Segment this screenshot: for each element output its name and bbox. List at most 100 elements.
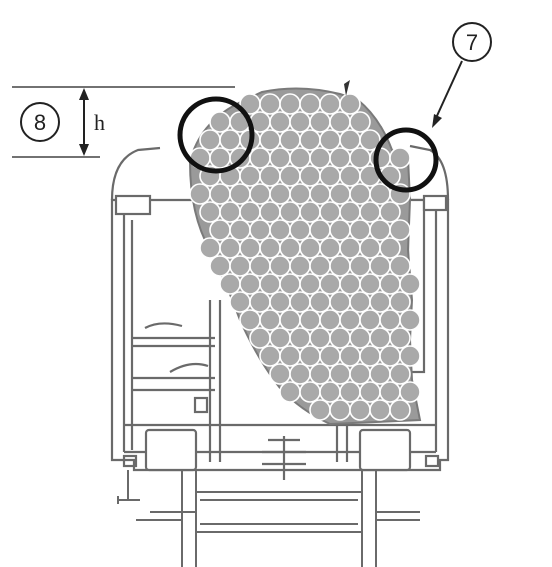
log-cross-section xyxy=(339,381,361,403)
log-cross-section xyxy=(319,309,341,331)
log-cross-section xyxy=(329,111,351,133)
log-cross-section xyxy=(369,327,391,349)
log-cross-section xyxy=(289,255,311,277)
log-cross-section xyxy=(329,291,351,313)
callout-8-circle xyxy=(20,102,60,142)
log-cross-section xyxy=(249,327,271,349)
log-cross-section xyxy=(219,273,241,295)
log-cross-section xyxy=(259,129,281,151)
log-cross-section xyxy=(289,111,311,133)
log-cross-section xyxy=(239,273,261,295)
log-cross-section xyxy=(399,273,421,295)
log-cross-section xyxy=(199,237,221,259)
log-cross-section xyxy=(239,237,261,259)
log-cross-section xyxy=(369,399,391,421)
log-cross-section xyxy=(209,111,231,133)
log-cross-section xyxy=(309,147,331,169)
log-cross-section xyxy=(379,237,401,259)
log-cross-section xyxy=(209,255,231,277)
log-cross-section xyxy=(329,147,351,169)
top-pointer-mark xyxy=(344,80,350,96)
log-cross-section xyxy=(369,219,391,241)
log-cross-section xyxy=(289,147,311,169)
log-cross-section xyxy=(229,255,251,277)
log-cross-section xyxy=(249,147,271,169)
log-cross-section xyxy=(359,129,381,151)
log-cross-section xyxy=(349,399,371,421)
log-cross-section xyxy=(279,129,301,151)
log-cross-section xyxy=(309,327,331,349)
callout-7-label: 7 xyxy=(466,30,478,55)
log-cross-section xyxy=(249,183,271,205)
log-cross-section xyxy=(339,273,361,295)
log-cross-section xyxy=(239,165,261,187)
log-cross-section xyxy=(229,183,251,205)
log-cross-section xyxy=(269,183,291,205)
log-cross-section xyxy=(379,201,401,223)
callout-7-arrowhead xyxy=(432,114,442,128)
log-cross-section xyxy=(359,381,381,403)
log-cross-section xyxy=(349,183,371,205)
dimension-arrowhead-down xyxy=(79,144,89,156)
log-cross-section xyxy=(339,201,361,223)
log-cross-section xyxy=(379,273,401,295)
log-cross-section xyxy=(359,201,381,223)
log-cross-section xyxy=(259,309,281,331)
log-cross-section xyxy=(329,327,351,349)
log-cross-section xyxy=(289,327,311,349)
log-cross-section xyxy=(389,291,411,313)
log-cross-section xyxy=(249,291,271,313)
log-cross-section xyxy=(289,363,311,385)
log-cross-section xyxy=(319,93,341,115)
log-cross-section xyxy=(229,291,251,313)
log-cross-section xyxy=(389,255,411,277)
dimension-h-label: h xyxy=(94,110,105,135)
callout-7-circle xyxy=(452,22,492,62)
log-cross-section xyxy=(299,129,321,151)
log-cross-section xyxy=(259,345,281,367)
log-cross-section xyxy=(279,309,301,331)
log-cross-section xyxy=(249,255,271,277)
log-cross-section xyxy=(209,183,231,205)
log-cross-section xyxy=(349,219,371,241)
log-cross-section xyxy=(309,219,331,241)
log-cross-section xyxy=(329,255,351,277)
log-cross-section xyxy=(279,381,301,403)
log-cross-section xyxy=(239,309,261,331)
log-cross-section xyxy=(299,165,321,187)
log-cross-section xyxy=(319,165,341,187)
log-cross-section xyxy=(359,237,381,259)
log-cross-section xyxy=(299,201,321,223)
log-cross-section xyxy=(299,93,321,115)
log-cross-section xyxy=(399,345,421,367)
log-cross-section xyxy=(389,147,411,169)
log-cross-section xyxy=(369,255,391,277)
log-cross-section xyxy=(259,201,281,223)
log-cross-section xyxy=(259,273,281,295)
callout-7-leader xyxy=(435,60,463,119)
log-cross-section xyxy=(319,381,341,403)
log-cross-section xyxy=(349,255,371,277)
log-cross-section xyxy=(349,363,371,385)
log-cross-section xyxy=(199,201,221,223)
log-cross-section xyxy=(379,381,401,403)
log-cross-section xyxy=(339,129,361,151)
log-cross-section xyxy=(279,273,301,295)
log-cross-section xyxy=(349,291,371,313)
log-cross-section xyxy=(229,219,251,241)
log-cross-section xyxy=(269,327,291,349)
log-cross-section xyxy=(389,219,411,241)
dimension-arrowhead-up xyxy=(79,88,89,100)
log-cross-section xyxy=(249,219,271,241)
log-cross-section xyxy=(389,327,411,349)
log-cross-section xyxy=(219,237,241,259)
log-cross-section xyxy=(369,291,391,313)
log-cross-section xyxy=(309,183,331,205)
log-cross-section xyxy=(319,201,341,223)
log-cross-section xyxy=(329,183,351,205)
log-cross-section xyxy=(399,309,421,331)
log-cross-section xyxy=(349,111,371,133)
log-cross-section xyxy=(319,129,341,151)
log-cross-section xyxy=(219,129,241,151)
log-cross-section xyxy=(329,399,351,421)
